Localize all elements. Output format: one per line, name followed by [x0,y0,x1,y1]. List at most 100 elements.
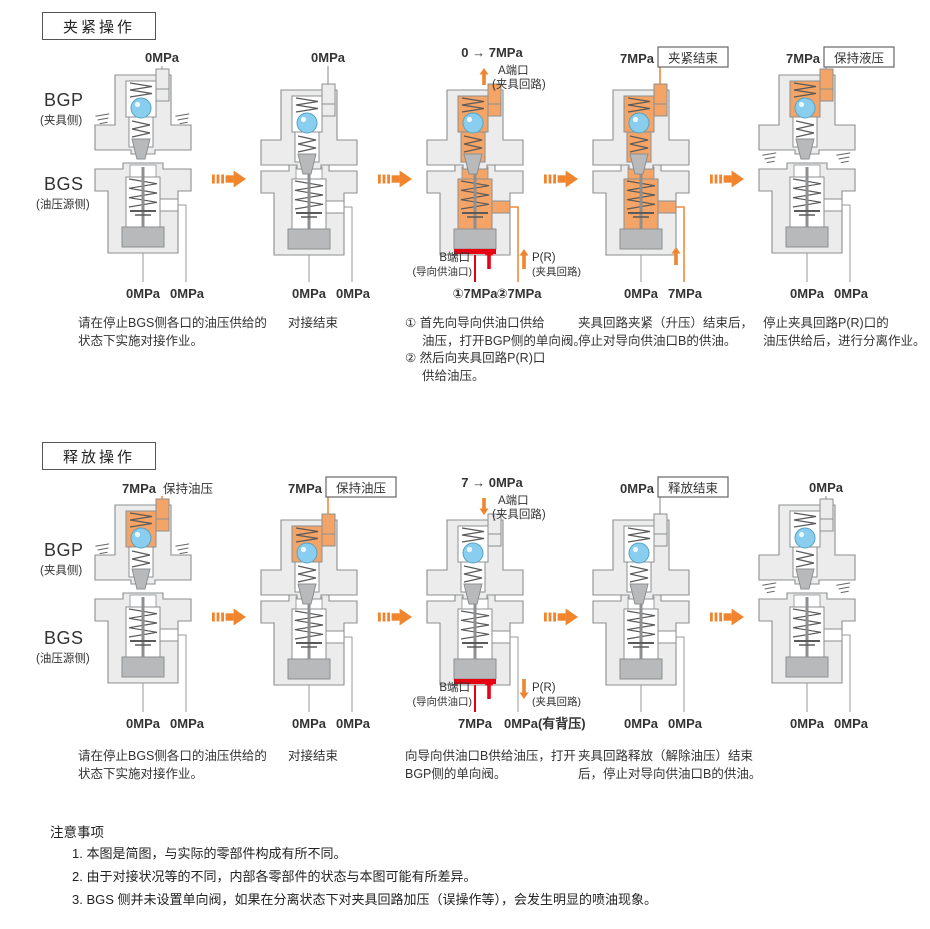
port-line-bottom-right [842,204,851,282]
polygon [565,170,578,188]
rect [378,612,381,622]
step-caption: 对接结束 [288,748,338,766]
line [766,160,775,164]
bottom-pressure-left: 0MPa [790,716,825,731]
status-box-label: 保持液压 [834,51,884,66]
check-ball-highlight [632,116,639,123]
bgs-piston [121,226,165,248]
check-ball-highlight [632,546,639,553]
bgs-piston [453,658,497,680]
bottom-pressure-right: 0MPa [170,716,205,731]
port-line-bottom-right [344,636,353,712]
step-caption: 对接结束 [288,315,338,333]
caption-line: 向导向供油口B供给油压，打开 [405,749,576,763]
bottom-pressure-right: 7MPa [668,286,703,301]
bgs-spring [294,180,324,210]
top-pressure-label: 7MPa [620,51,655,66]
line [764,156,776,160]
pr-port [823,628,843,642]
note-item: 2. 由于对接状况等的不同，内部各零部件的状态与本图可能有所差异。 [72,869,477,884]
rect [382,174,386,184]
port-line-bottom-right [344,206,353,282]
line [766,590,775,594]
bgs-spring [626,180,656,210]
status-box-label: 释放结束 [668,481,719,496]
flow-step-arrow-icon [378,170,412,188]
caption-line: 请在停止BGS侧各口的油压供给的 [78,316,267,330]
bottom-pressure-left: 0MPa [292,286,327,301]
bgp-spring-lower [131,550,151,568]
caption-line: 停止夹具回路P(R)口的 [763,316,889,330]
line [99,551,108,555]
bgp-spring-upper [627,97,651,113]
a-port-label: A端口 [498,494,529,507]
side-label-bgs: BGS [44,174,84,194]
pr-port [491,200,511,214]
line [99,121,108,125]
caption-line: 油压，打开BGP侧的单向阀。 [422,333,586,348]
check-ball-highlight [300,116,307,123]
top-pressure-label: 0MPa [809,480,844,495]
pr-port [657,200,677,214]
caption-line: 后，停止对导向供油口B的供油。 [578,766,762,781]
line [838,586,850,590]
bgp-poppet [131,568,151,590]
rect [544,612,547,622]
bottom-pressure-right: 0MPa [170,286,205,301]
bgp-poppet [297,153,317,175]
bottom-pressure-left: 0MPa [790,286,825,301]
polygon [399,608,412,626]
bgp-spring-upper [129,512,153,528]
mount-hatch-right [836,582,851,594]
bgp-spring-lower [629,565,649,583]
check-ball-highlight [466,546,473,553]
bgs-spring [460,610,490,640]
rect [225,613,234,621]
side-label-bgp: BGP [44,90,84,110]
bgp-poppet [795,138,815,160]
bottom-pressure-left: ①7MPa [453,286,499,301]
step-caption: 请在停止BGS侧各口的油压供给的状态下实施对接作业。 [78,315,267,350]
status-box [657,46,729,68]
pr-port-flow-arrow [671,247,681,265]
polygon [233,170,246,188]
check-ball [130,97,152,119]
bgp-spring-lower [795,550,815,568]
bgp-spring-lower [463,565,483,583]
check-ball-highlight [798,101,805,108]
status-box-label: 夹紧结束 [668,52,719,66]
bgs-piston [121,656,165,678]
line [762,152,777,156]
bgs-piston [785,226,829,248]
line [840,590,849,594]
top-pressure-label: 7MPa [288,481,323,496]
rect [387,174,390,184]
line [179,121,188,125]
pr-port [491,630,511,644]
side-label-bgp: BGP [44,540,84,560]
rect [723,613,732,621]
operation-title-box: 释放操作 [42,442,156,470]
check-ball [462,112,484,134]
flow-step-arrow-icon [710,608,744,626]
line [838,156,850,160]
valve-panel-row2-step3: 7 → 0MPaA端口(夹具回路)B端口(导向供油口)P(R)(夹具回路)7MP… [413,475,586,731]
check-ball-highlight [134,101,141,108]
polygon [565,608,578,626]
bgs-spring [294,610,324,640]
port-line-bottom-right [510,636,519,712]
bgp-poppet [629,583,649,605]
bgp-poppet [629,153,649,175]
rect [212,174,215,184]
caption-line: 状态下实施对接作业。 [78,333,204,348]
pr-port-sublabel: (夹具回路) [532,265,581,278]
rect [719,174,722,184]
check-ball [794,527,816,549]
check-ball-highlight [134,531,141,538]
line [175,113,190,117]
